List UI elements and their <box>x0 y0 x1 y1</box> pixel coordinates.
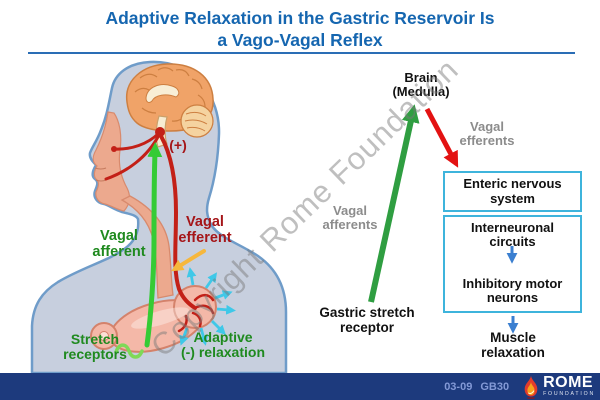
enteric-circuits-box: Interneuronal circuits Inhibitory motor … <box>443 215 582 313</box>
slide-title: Adaptive Relaxation in the Gastric Reser… <box>0 8 600 51</box>
yellow-pointer-arrow <box>171 249 206 272</box>
stretch-receptors-label: Stretch receptors <box>63 331 127 363</box>
interneuronal-circuits-label: Interneuronal circuits <box>470 220 555 250</box>
green-afferent-nerve-arrow <box>144 142 163 348</box>
face-profile <box>92 111 130 212</box>
flow-green-afferent-arrow <box>368 104 420 303</box>
red-efferent-nerve <box>104 127 215 333</box>
stretch-receptor-glyph <box>114 343 144 359</box>
inhibitory-motor-neurons-label: Inhibitory motor neurons <box>462 275 563 305</box>
slide-title-line2: a Vago-Vagal Reflex <box>217 29 383 50</box>
vagal-afferent-label: Vagal afferent <box>92 228 146 260</box>
flow-red-efferent-arrow <box>424 107 459 168</box>
title-underline <box>28 52 575 54</box>
enteric-nervous-system-label: Enteric nervous system <box>463 176 562 206</box>
fundus-relaxation-arrows <box>179 267 236 346</box>
brain-medulla-label: Brain (Medulla) <box>392 70 450 100</box>
vagal-afferents-label: Vagal afferents <box>322 203 378 233</box>
plus-excitatory-label: (+) <box>169 137 187 153</box>
enteric-nervous-system-box: Enteric nervous system <box>443 171 582 212</box>
slide-code-2: GB30 <box>480 380 510 393</box>
vagal-efferent-label: Vagal efferent <box>178 214 232 246</box>
stomach-graphic <box>90 285 217 353</box>
foundation-logo-text: FOUNDATION <box>543 391 595 398</box>
slide-code: 03-09 <box>444 380 473 393</box>
gastric-stretch-receptor-label: Gastric stretch receptor <box>319 305 415 335</box>
slide-title-line1: Adaptive Relaxation in the Gastric Reser… <box>105 8 495 28</box>
vagal-efferents-label: Vagal efferents <box>459 119 515 149</box>
adaptive-relaxation-label: Adaptive (-) relaxation <box>180 329 265 361</box>
rome-logo-text: ROME <box>543 373 594 391</box>
muscle-relaxation-label: Muscle relaxation <box>481 330 545 360</box>
footer-bar: 03-09 GB30 ROME FOUNDATION <box>0 373 600 400</box>
rome-flame-icon <box>524 375 538 399</box>
rome-foundation-logo: ROME FOUNDATION <box>522 374 595 400</box>
lips-lines <box>94 167 107 182</box>
